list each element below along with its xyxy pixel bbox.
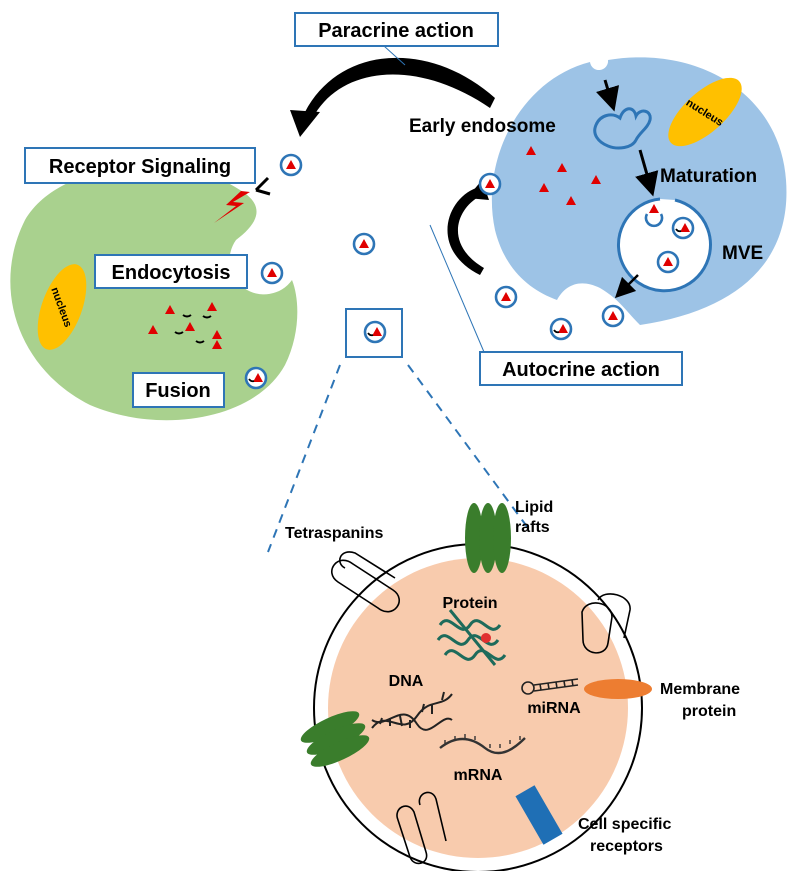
recipient-cell: nucleus: [10, 166, 298, 421]
exosome-lumen: [328, 558, 628, 858]
lipid-raft-icon: [465, 503, 511, 573]
early-endosome-label: Early endosome: [409, 116, 556, 137]
svg-text:Fusion: Fusion: [145, 380, 211, 402]
paracrine-label: Paracrine action: [294, 12, 499, 47]
exosome-icon: [478, 172, 502, 196]
tetraspanin-icon: [331, 551, 400, 613]
svg-text:Endocytosis: Endocytosis: [112, 262, 231, 284]
exosome-icon: [549, 317, 573, 341]
receptor-signaling-label: Receptor Signaling: [24, 147, 256, 184]
paracrine-connector: [383, 45, 406, 66]
arrow-maturation: [635, 149, 659, 197]
mirna-label: miRNA: [527, 700, 581, 717]
svg-text:Autocrine action: Autocrine action: [502, 359, 660, 381]
tetraspanin-icon: [581, 593, 631, 654]
lipid-rafts-label-2: rafts: [515, 519, 550, 536]
arrow-secretion: [614, 274, 639, 299]
exosome-icon: [352, 232, 376, 256]
protein-active-site: [481, 633, 491, 643]
recipient-nucleus: [37, 264, 87, 350]
donor-nucleus: [668, 77, 742, 147]
exosome-icon: [260, 261, 284, 285]
autocrine-label: Autocrine action: [479, 351, 683, 386]
paracrine-arrow: [290, 57, 495, 137]
recipient-cargo-rna: [174, 314, 212, 344]
lipid-rafts-label-1: Lipid: [515, 499, 553, 516]
donor-cell: nucleus: [491, 57, 787, 326]
zoom-line-right: [407, 364, 529, 529]
recipient-cargo-triangles: [148, 302, 222, 349]
mrna-strand-icon: [439, 734, 526, 755]
autocrine-arrows: [447, 180, 489, 275]
receptor-y-icon: [254, 176, 271, 196]
early-endosome-shape: [593, 107, 652, 150]
arrow-to-endosome: [596, 79, 620, 112]
cell-receptor-icon: [515, 785, 563, 845]
cell-specific-label-1: Cell specific: [578, 816, 671, 833]
exosome-icon: [601, 304, 625, 328]
tetraspanins-label: Tetraspanins: [285, 525, 384, 542]
exosome-detail: Protein DNA miRNA mRNA: [300, 503, 652, 871]
tetraspanin-icon: [396, 791, 447, 865]
fusion-label: Fusion: [132, 372, 225, 408]
lipid-raft-icon: [300, 711, 370, 767]
svg-text:Paracrine action: Paracrine action: [318, 20, 474, 42]
mirna-hairpin-icon: [521, 678, 579, 695]
cell-specific-label-2: receptors: [590, 838, 663, 855]
mve-label: MVE: [722, 243, 763, 264]
svg-text:Receptor Signaling: Receptor Signaling: [49, 156, 231, 178]
exosome-icon: [363, 320, 387, 344]
membrane-protein-icon: [584, 679, 652, 699]
mrna-label: mRNA: [454, 767, 503, 784]
protein-structure-icon: [436, 609, 507, 666]
endocytosis-label: Endocytosis: [94, 254, 248, 289]
membrane-protein-label-1: Membrane: [660, 681, 740, 698]
exosome-icon: [494, 285, 518, 309]
mve-shape: [616, 197, 712, 293]
donor-cargo-triangles: [526, 146, 601, 205]
exosome-icon: [244, 366, 268, 390]
dna-helix-icon: [371, 691, 453, 731]
maturation-label: Maturation: [660, 166, 757, 187]
autocrine-connector: [429, 224, 485, 353]
exosome-icon: [279, 153, 303, 177]
membrane-protein-label-2: protein: [682, 703, 736, 720]
zoom-line-left: [267, 364, 341, 553]
dna-label: DNA: [389, 673, 424, 690]
protein-label: Protein: [442, 595, 497, 612]
